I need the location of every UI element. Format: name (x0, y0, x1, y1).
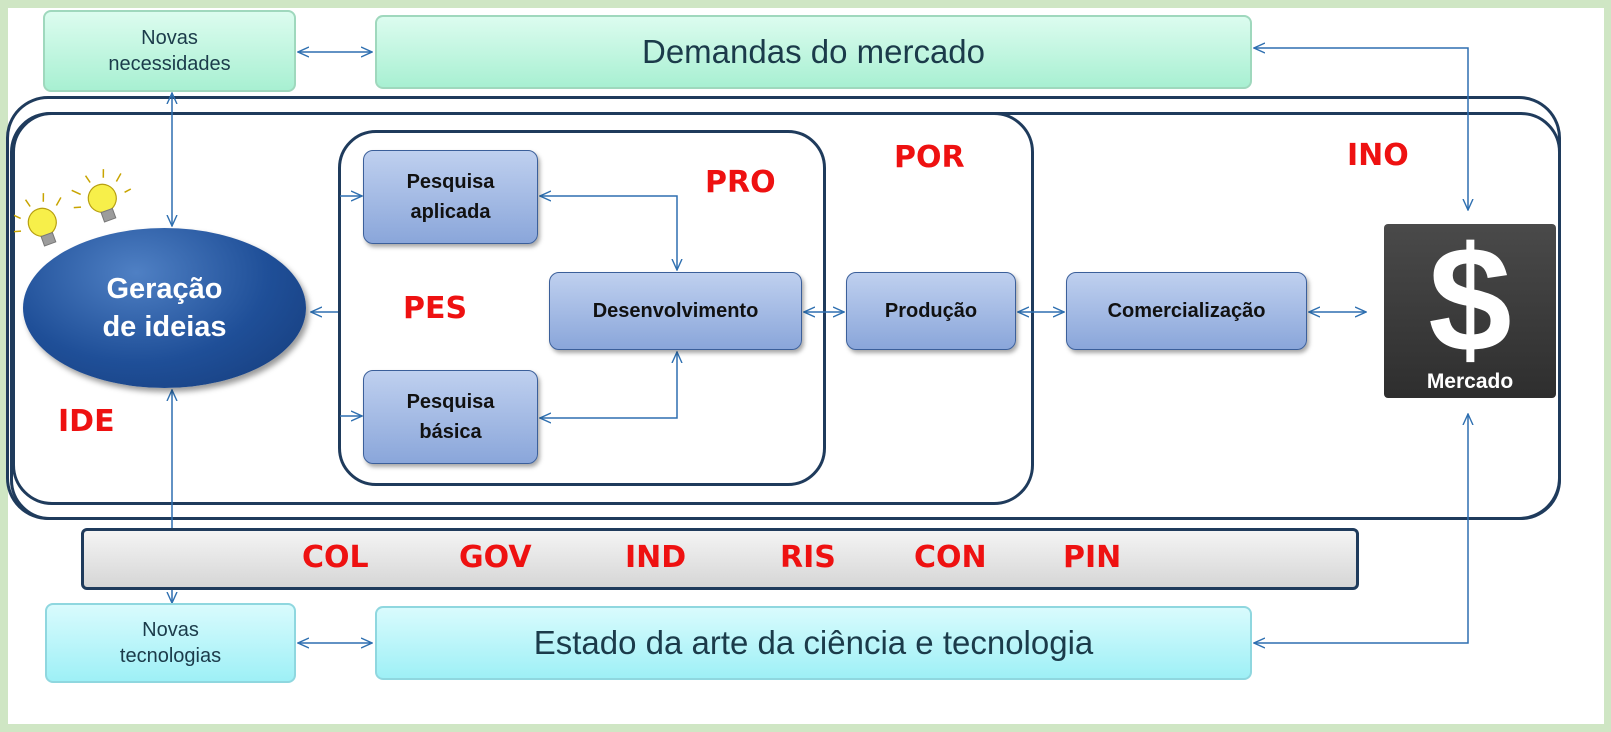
novas-necessidades-box: Novas necessidades (43, 10, 296, 92)
arrow-state-market (1254, 414, 1468, 643)
novas-tecnologias-box: Novas tecnologias (45, 603, 296, 683)
novas-necessidades-label: Novas necessidades (108, 27, 231, 75)
label-pro: PRO (705, 165, 776, 200)
desenvolvimento-box: Desenvolvimento (549, 272, 802, 350)
estado-da-arte-label: Estado da arte da ciência e tecnologia (533, 624, 1094, 661)
pesquisa-basica-label: Pesquisa básica (406, 391, 495, 443)
pesquisa-basica-box: Pesquisa básica (363, 370, 538, 464)
bar-label-con: CON (914, 540, 987, 575)
demandas-mercado-box: Demandas do mercado (375, 15, 1252, 89)
bar-label-col: COL (302, 540, 369, 575)
demandas-mercado-label: Demandas do mercado (641, 33, 986, 70)
lightbulb-icon (14, 193, 62, 247)
comercializacao-box: Comercialização (1066, 272, 1307, 350)
producao-box: Produção (846, 272, 1016, 350)
bar-label-ind: IND (625, 540, 687, 575)
geracao-de-ideias-label: Geração de ideias (102, 273, 227, 343)
pesquisa-aplicada-box: Pesquisa aplicada (363, 150, 538, 244)
desenvolvimento-label: Desenvolvimento (592, 300, 759, 322)
label-por: POR (894, 140, 965, 175)
lightbulbs (14, 169, 132, 247)
bar-label-ris: RIS (780, 540, 836, 575)
lightbulb-icon (71, 169, 132, 223)
label-pes: PES (403, 291, 468, 326)
mercado-label: Mercado (1426, 370, 1514, 393)
arrow-aplicada-dev (540, 196, 677, 270)
arrow-demand-market (1254, 48, 1468, 210)
mercado-box: $ Mercado (1384, 224, 1556, 398)
comercializacao-label: Comercialização (1107, 300, 1266, 322)
arrow-basica-dev (540, 352, 677, 418)
pesquisa-aplicada-label: Pesquisa aplicada (406, 171, 495, 223)
dollar-icon: $ (1428, 215, 1512, 383)
estado-da-arte-box: Estado da arte da ciência e tecnologia (375, 606, 1252, 680)
geracao-de-ideias: Geração de ideias (23, 228, 306, 388)
label-ide: IDE (58, 404, 115, 439)
bar-label-gov: GOV (459, 540, 532, 575)
label-ino: INO (1347, 138, 1409, 173)
factors-bar (81, 528, 1359, 590)
producao-label: Produção (884, 300, 978, 322)
bar-label-pin: PIN (1063, 540, 1122, 575)
novas-tecnologias-label: Novas tecnologias (119, 619, 222, 667)
